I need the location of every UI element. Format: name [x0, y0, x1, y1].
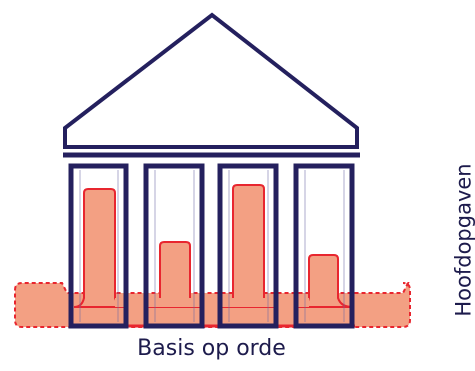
column-4 — [293, 163, 355, 329]
fill-bar-3 — [221, 184, 279, 308]
column-2 — [143, 163, 205, 329]
fill-bar-1 — [73, 188, 129, 308]
column-1 — [68, 163, 129, 329]
column-3 — [217, 163, 279, 329]
fill-connector — [115, 298, 309, 307]
side-caption: Hoofdopgaven — [451, 163, 475, 317]
base-caption: Basis op orde — [137, 336, 286, 361]
roof-pediment — [63, 12, 359, 149]
